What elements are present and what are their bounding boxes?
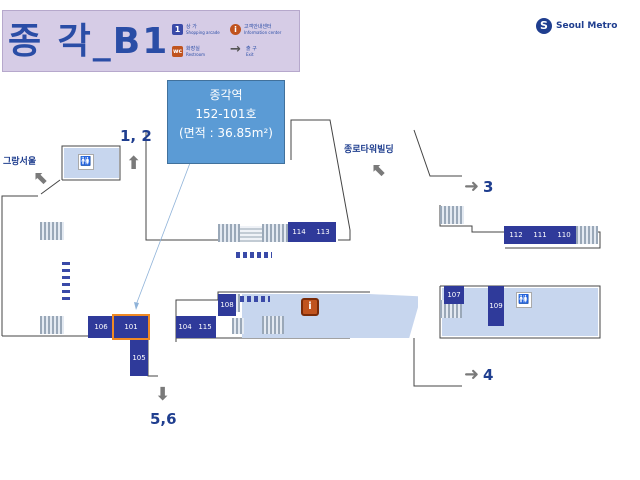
shop-108[interactable]: 108: [218, 294, 236, 316]
shop-109[interactable]: 109: [488, 286, 504, 326]
restroom-icon: 🚻: [78, 154, 94, 170]
info-legend-icon: i: [230, 24, 241, 35]
map-header: [2, 10, 300, 72]
legend-label: 고객안내센터: [244, 24, 272, 30]
exit-5-6-label: 5,6: [150, 410, 177, 428]
jongro-tower-label: 종로타워빌딩: [344, 145, 394, 155]
stairs: [218, 224, 240, 242]
grang-seoul-label: 그랑서울: [3, 157, 37, 167]
stairs: [262, 224, 288, 242]
shop-101[interactable]: 101: [112, 314, 150, 340]
shop-107[interactable]: 107: [444, 286, 464, 304]
seoul-metro-logo-icon: S: [536, 18, 552, 34]
info-icon: i: [301, 298, 319, 316]
exit-1-2-label: 1, 2: [120, 127, 152, 145]
exit-arrow-icon: ⬆: [126, 153, 142, 174]
tactile-path: [236, 252, 272, 258]
stairs: [40, 222, 64, 240]
callout-unit: 152-101호: [195, 107, 257, 121]
legend-label: 출 구: [246, 46, 257, 52]
stairs: [576, 226, 598, 244]
shop-114[interactable]: 114: [288, 222, 310, 242]
stairs: [262, 316, 284, 334]
shop-legend-icon: 1: [172, 24, 183, 35]
shop-112[interactable]: 112: [504, 226, 528, 244]
shop-110[interactable]: 110: [552, 226, 576, 244]
page-title: 종 각_B1: [8, 21, 170, 62]
wall: [1, 195, 38, 336]
stairs: [240, 226, 262, 242]
legend-sublabel: Information center: [244, 30, 282, 35]
exit-arrow-icon: ➜: [464, 176, 480, 197]
legend-sublabel: Exit: [246, 52, 254, 57]
exit-arrow-icon: ➜: [464, 364, 480, 385]
legend-sublabel: Shopping arcade: [186, 30, 220, 35]
stairs: [232, 318, 244, 334]
shop-104[interactable]: 104: [176, 316, 194, 338]
brand-name: Seoul Metro: [556, 21, 618, 31]
stairs: [440, 206, 464, 224]
exit-arrow-icon: ⬇: [155, 384, 171, 405]
shop-callout: 종각역 152-101호 (면적 : 36.85m²): [167, 80, 285, 164]
stairs: [440, 300, 462, 318]
legend-label: 상 가: [186, 24, 197, 30]
tactile-path: [62, 258, 70, 300]
shop-113[interactable]: 113: [310, 222, 336, 242]
exit-3-label: 3: [483, 178, 494, 196]
legend-sublabel: Restroom: [186, 52, 206, 57]
shop-111[interactable]: 111: [528, 226, 552, 244]
callout-station: 종각역: [209, 88, 243, 102]
tactile-path: [240, 296, 270, 302]
shop-105[interactable]: 105: [130, 340, 148, 376]
callout-leader-line: [135, 162, 191, 306]
restroom-legend-icon: wc: [172, 46, 183, 57]
restroom-icon: 🚻: [516, 292, 532, 308]
shop-106[interactable]: 106: [88, 316, 114, 338]
exit-legend-icon: →: [230, 42, 241, 57]
callout-area: (면적 : 36.85m²): [179, 126, 273, 140]
legend-label: 화장실: [186, 46, 200, 52]
stairs: [40, 316, 64, 334]
exit-4-label: 4: [483, 366, 494, 384]
shop-115[interactable]: 115: [194, 316, 216, 338]
